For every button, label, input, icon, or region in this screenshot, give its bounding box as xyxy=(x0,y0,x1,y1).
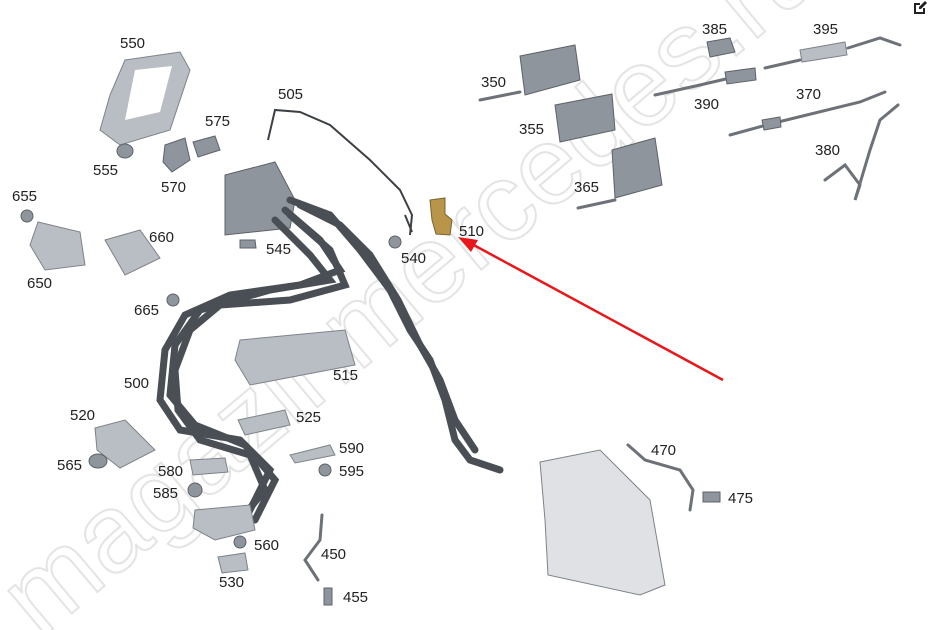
part-475[interactable] xyxy=(702,491,721,503)
part-570[interactable] xyxy=(162,137,191,173)
part-665[interactable] xyxy=(166,293,180,307)
label-520[interactable]: 520 xyxy=(70,407,95,424)
label-555[interactable]: 555 xyxy=(93,162,118,179)
part-650[interactable] xyxy=(29,221,86,271)
edit-icon[interactable] xyxy=(912,0,928,16)
part-350[interactable] xyxy=(478,44,581,102)
label-550[interactable]: 550 xyxy=(120,35,145,52)
part-370[interactable] xyxy=(728,90,887,137)
label-590[interactable]: 590 xyxy=(339,440,364,457)
highlight-arrow xyxy=(458,237,724,382)
part-470[interactable] xyxy=(626,443,695,512)
label-570[interactable]: 570 xyxy=(161,179,186,196)
part-520[interactable] xyxy=(94,419,156,469)
part-550[interactable] xyxy=(99,51,191,146)
part-545[interactable] xyxy=(239,239,257,249)
label-365[interactable]: 365 xyxy=(574,179,599,196)
label-395[interactable]: 395 xyxy=(813,21,838,38)
label-500[interactable]: 500 xyxy=(124,375,149,392)
label-565[interactable]: 565 xyxy=(57,457,82,474)
part-660[interactable] xyxy=(104,229,161,276)
part-580[interactable] xyxy=(189,457,229,476)
part-655[interactable] xyxy=(20,209,34,223)
label-380[interactable]: 380 xyxy=(815,142,840,159)
label-350[interactable]: 350 xyxy=(481,74,506,91)
part-540[interactable] xyxy=(388,214,413,249)
label-655[interactable]: 655 xyxy=(12,188,37,205)
label-665[interactable]: 665 xyxy=(134,302,159,319)
label-475[interactable]: 475 xyxy=(728,490,753,507)
part-575[interactable] xyxy=(192,135,221,158)
label-525[interactable]: 525 xyxy=(296,409,321,426)
label-455[interactable]: 455 xyxy=(343,589,368,606)
label-530[interactable]: 530 xyxy=(219,574,244,591)
part-510[interactable] xyxy=(429,197,453,236)
label-595[interactable]: 595 xyxy=(339,463,364,480)
part-395[interactable] xyxy=(763,36,902,70)
part-355[interactable] xyxy=(554,93,616,143)
label-510[interactable]: 510 xyxy=(459,223,484,240)
label-540[interactable]: 540 xyxy=(401,250,426,267)
label-575[interactable]: 575 xyxy=(205,113,230,130)
part-control-unit[interactable] xyxy=(539,449,666,596)
label-560[interactable]: 560 xyxy=(254,537,279,554)
part-390[interactable] xyxy=(653,67,757,97)
part-365[interactable] xyxy=(576,137,663,210)
part-505[interactable] xyxy=(267,108,414,236)
label-390[interactable]: 390 xyxy=(694,96,719,113)
label-660[interactable]: 660 xyxy=(149,229,174,246)
part-380[interactable] xyxy=(823,103,900,201)
label-650[interactable]: 650 xyxy=(27,275,52,292)
part-590[interactable] xyxy=(289,444,336,464)
part-450[interactable] xyxy=(303,513,324,582)
part-bottom-connector[interactable] xyxy=(192,504,256,541)
label-545[interactable]: 545 xyxy=(266,241,291,258)
part-515[interactable] xyxy=(234,329,356,386)
part-555[interactable] xyxy=(116,143,134,159)
label-370[interactable]: 370 xyxy=(796,86,821,103)
label-450[interactable]: 450 xyxy=(321,546,346,563)
part-585[interactable] xyxy=(187,482,203,498)
label-580[interactable]: 580 xyxy=(158,463,183,480)
part-385[interactable] xyxy=(706,37,736,58)
label-385[interactable]: 385 xyxy=(702,21,727,38)
part-455[interactable] xyxy=(323,587,333,606)
label-585[interactable]: 585 xyxy=(153,485,178,502)
label-505[interactable]: 505 xyxy=(278,86,303,103)
part-530[interactable] xyxy=(217,552,249,574)
part-525[interactable] xyxy=(237,409,291,436)
part-565[interactable] xyxy=(88,453,108,469)
label-355[interactable]: 355 xyxy=(519,121,544,138)
label-470[interactable]: 470 xyxy=(651,442,676,459)
label-515[interactable]: 515 xyxy=(333,367,358,384)
part-500-harness[interactable] xyxy=(156,196,504,524)
part-main-connector[interactable] xyxy=(224,161,296,236)
part-595[interactable] xyxy=(318,463,332,477)
part-560[interactable] xyxy=(233,535,247,549)
